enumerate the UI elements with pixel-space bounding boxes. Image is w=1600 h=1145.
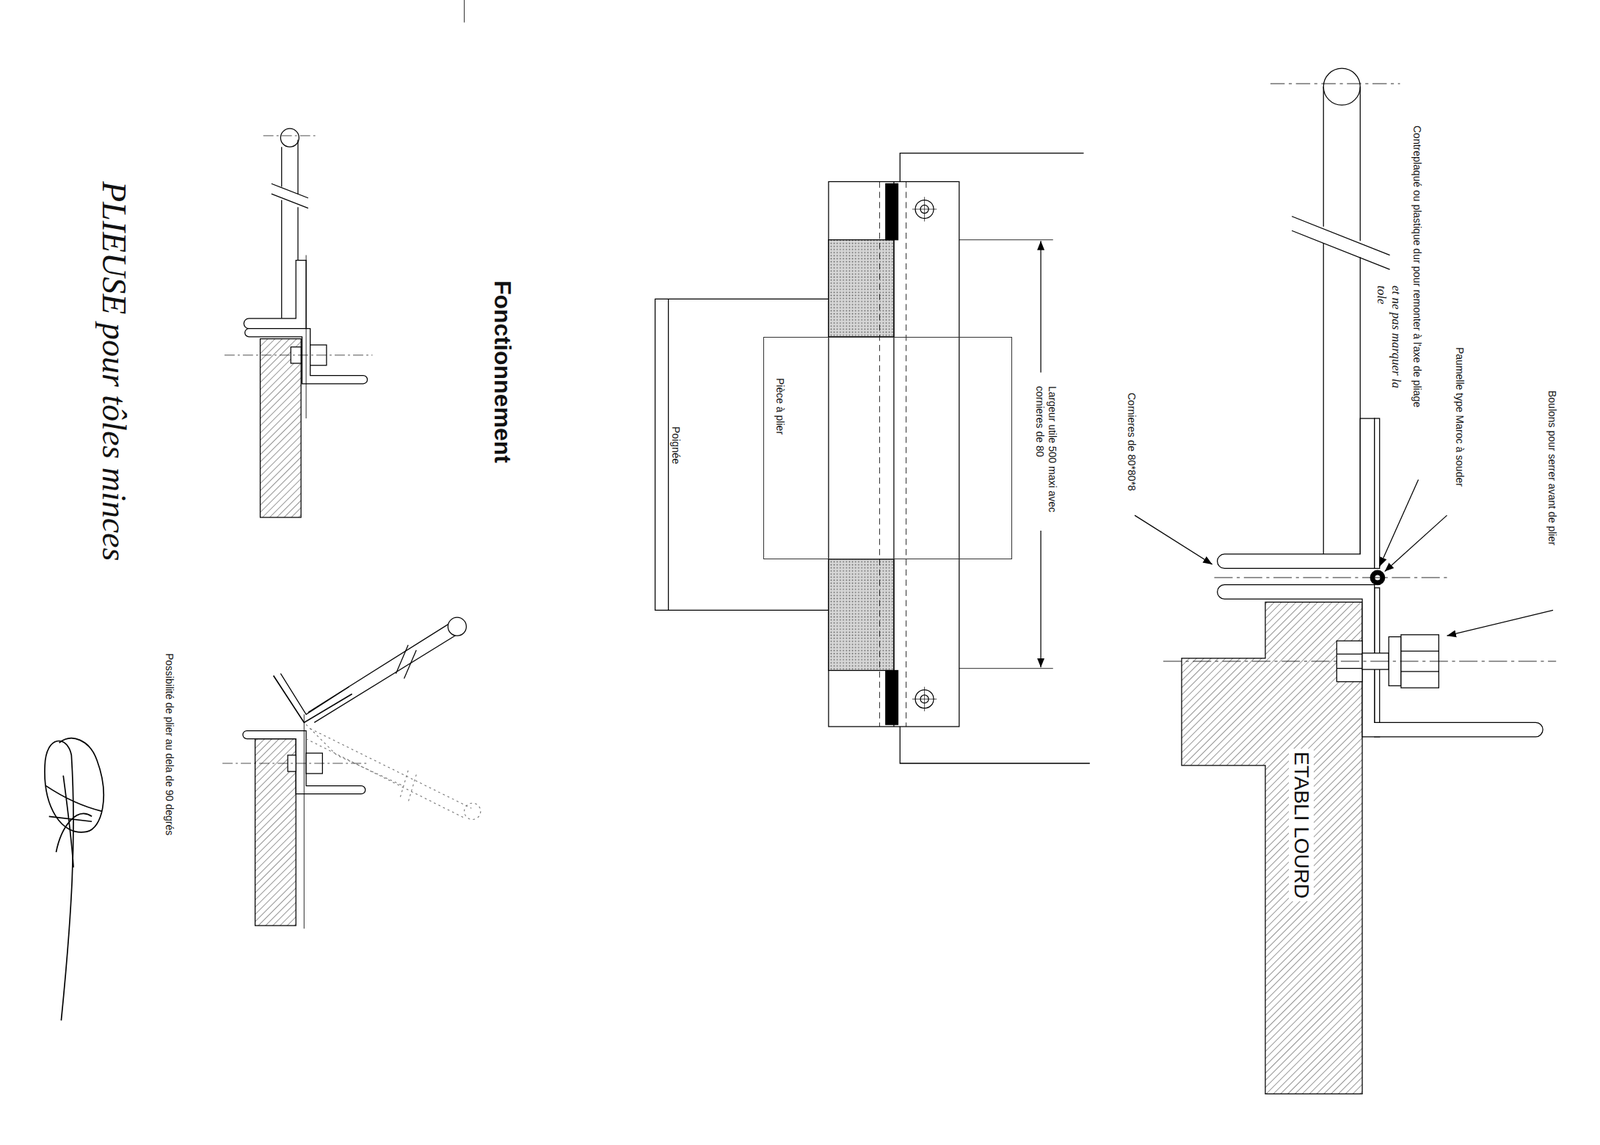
part-name: Pièce à plier — [773, 377, 787, 435]
dimension-text: Largeur utile 500 maxi avec cornieres de… — [1033, 383, 1059, 520]
workbench-section — [1181, 601, 1363, 1094]
note-text: Possibilité de plier au dela de 90 degré… — [162, 653, 176, 836]
bench-label: ETABLI LOURD — [1288, 748, 1314, 902]
callout-text: Boulons pour serrer avant de plier — [1545, 390, 1559, 546]
section-heading: Fonctionnement — [488, 280, 517, 464]
handwritten-title: PLIEUSE pour tôles minces — [93, 181, 135, 561]
part-name: Poignée — [669, 426, 682, 464]
callout-text: Contreplaqué ou plastique dur pour remon… — [1410, 125, 1424, 408]
callout-text: Cornieres de 80*80*8 — [1125, 392, 1138, 492]
part-outline: Pièce à plier — [763, 336, 1013, 560]
handwritten-note: et ne pas marquer la tole — [1373, 285, 1404, 396]
callout-text: Paumelle type Maroc à souder — [1453, 347, 1466, 487]
